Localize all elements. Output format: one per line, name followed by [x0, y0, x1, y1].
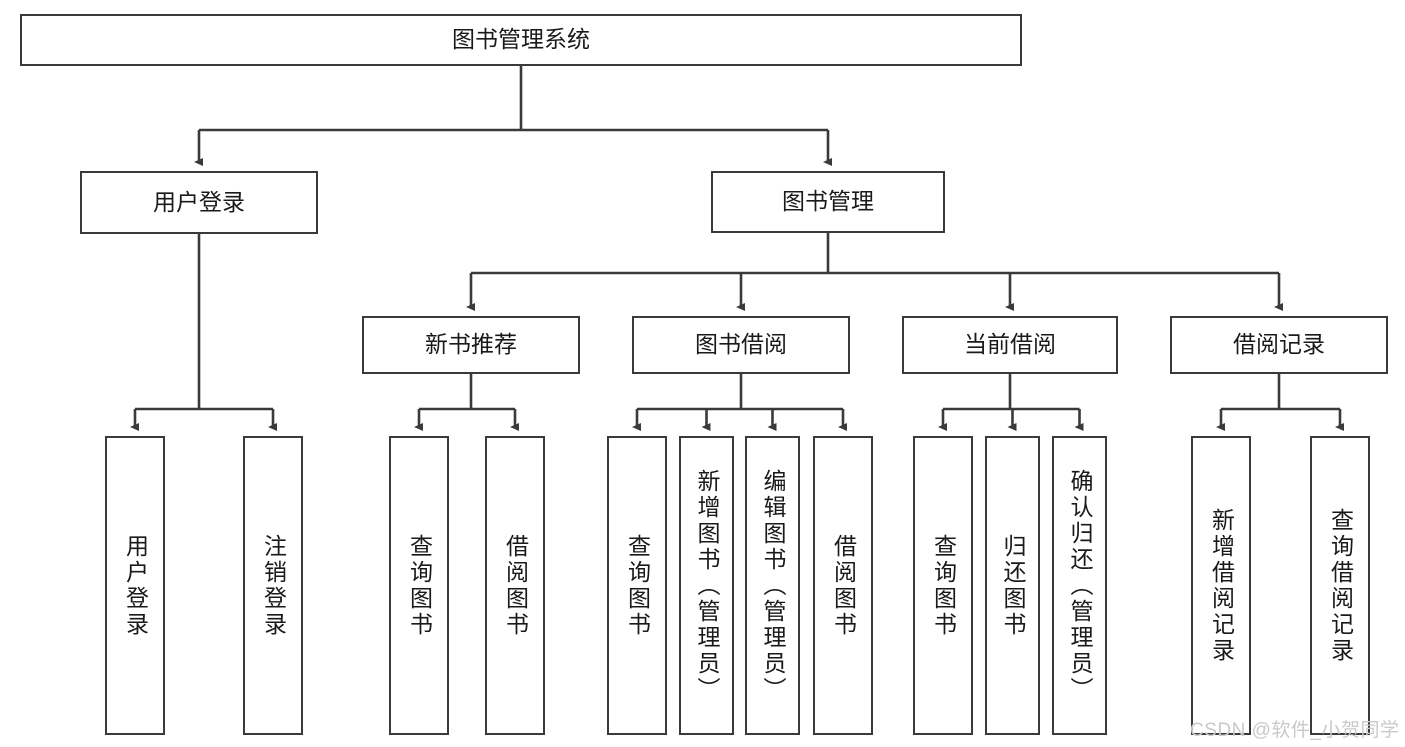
node-leaf-user-login[interactable]: 用户登录 — [105, 436, 165, 735]
node-current-borrow[interactable]: 当前借阅 — [902, 316, 1118, 374]
node-label: 图书管理系统 — [452, 26, 590, 53]
node-book-manage[interactable]: 图书管理 — [711, 171, 945, 233]
node-label: 用户登录 — [153, 188, 245, 215]
node-leaf-borrow-book-rec[interactable]: 借阅图书 — [485, 436, 545, 735]
node-label: 新书推荐 — [425, 331, 517, 358]
node-leaf-query-book-cur[interactable]: 查询图书 — [913, 436, 973, 735]
node-label: 借阅图书 — [502, 533, 529, 638]
node-leaf-logout[interactable]: 注销登录 — [243, 436, 303, 735]
node-label: 查询图书 — [624, 533, 651, 638]
node-label: 新增借阅记录 — [1208, 507, 1235, 664]
node-leaf-add-book[interactable]: 新增图书（管理员） — [679, 436, 734, 735]
node-leaf-edit-book[interactable]: 编辑图书（管理员） — [745, 436, 800, 735]
node-label: 当前借阅 — [964, 331, 1056, 358]
node-label: 借阅记录 — [1233, 331, 1325, 358]
node-label: 查询借阅记录 — [1327, 507, 1354, 664]
node-label: 图书借阅 — [695, 331, 787, 358]
node-user-login[interactable]: 用户登录 — [80, 171, 318, 234]
node-label: 归还图书 — [1000, 533, 1026, 638]
node-label: 用户登录 — [122, 533, 149, 638]
node-leaf-confirm-return[interactable]: 确认归还（管理员） — [1052, 436, 1107, 735]
node-leaf-borrow-book[interactable]: 借阅图书 — [813, 436, 873, 735]
node-leaf-query-book[interactable]: 查询图书 — [607, 436, 667, 735]
node-leaf-query-record[interactable]: 查询借阅记录 — [1310, 436, 1370, 735]
node-label: 编辑图书（管理员） — [760, 468, 786, 703]
watermark-text: CSDN @软件_小贺同学 — [1190, 720, 1400, 741]
node-leaf-query-book-rec[interactable]: 查询图书 — [389, 436, 449, 735]
node-label: 确认归还（管理员） — [1067, 468, 1093, 703]
node-label: 借阅图书 — [830, 533, 857, 638]
node-label: 查询图书 — [406, 533, 433, 638]
node-new-book-rec[interactable]: 新书推荐 — [362, 316, 580, 374]
node-label: 图书管理 — [782, 188, 874, 215]
node-label: 查询图书 — [930, 533, 957, 638]
node-leaf-add-record[interactable]: 新增借阅记录 — [1191, 436, 1251, 735]
node-root[interactable]: 图书管理系统 — [20, 14, 1022, 66]
node-label: 注销登录 — [260, 533, 287, 638]
node-leaf-return-book[interactable]: 归还图书 — [985, 436, 1040, 735]
node-borrow-record[interactable]: 借阅记录 — [1170, 316, 1388, 374]
node-book-borrow[interactable]: 图书借阅 — [632, 316, 850, 374]
node-label: 新增图书（管理员） — [694, 468, 720, 703]
